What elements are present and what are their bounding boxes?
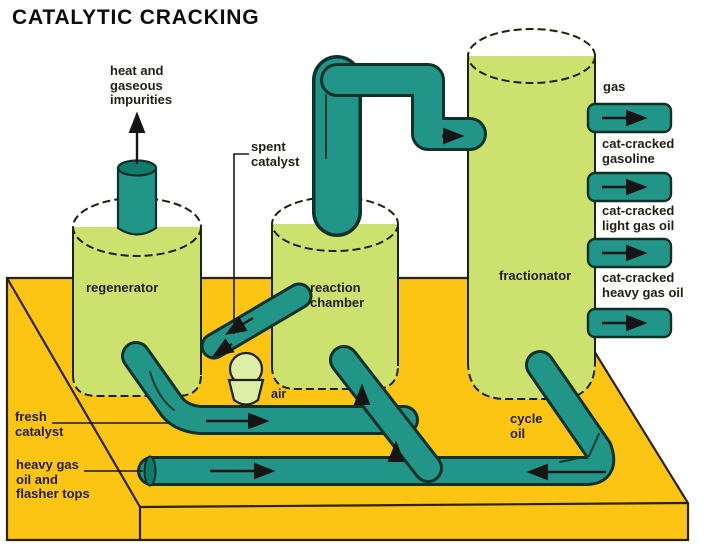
label-output-gasoline: cat-cracked gasoline [602, 136, 675, 166]
label-air: air [271, 387, 287, 401]
leader-lines [52, 111, 249, 472]
output-pipe-gasoline [586, 171, 673, 203]
regenerator-vessel [72, 197, 202, 397]
label-fractionator: fractionator [499, 268, 572, 283]
label-regenerator: regenerator [86, 280, 159, 295]
riser-pipe [329, 345, 443, 483]
label-heavy-gas-oil: heavy gas oil and flasher tops [16, 457, 90, 501]
label-output-light-gas-oil: cat-cracked light gas oil [602, 203, 675, 233]
label-fresh-catalyst: fresh catalyst [15, 409, 64, 439]
label-spent-catalyst: spent catalyst [251, 139, 300, 169]
fresh-catalyst-pipe [121, 341, 419, 435]
label-reaction-chamber: reaction chamber [310, 280, 365, 310]
overhead-vapor-pipe [312, 55, 487, 237]
output-pipe-light-gas-oil [586, 237, 673, 269]
spent-catalyst-pipe [200, 282, 313, 360]
fractionator-vessel [467, 28, 596, 400]
label-output-gas: gas [603, 79, 626, 94]
air-inlet-funnel [227, 351, 265, 406]
label-heat-impurities: heat and gaseous impurities [110, 63, 173, 107]
diagram-title: CATALYTIC CRACKING [12, 6, 260, 29]
feed-header-pipe [137, 350, 616, 487]
reaction-chamber-vessel [271, 196, 399, 390]
label-cycle-oil: cycle oil [510, 411, 543, 441]
output-pipe-gas [586, 102, 673, 134]
regenerator-stack [116, 159, 158, 236]
output-pipe-heavy-gas-oil [586, 307, 673, 339]
label-output-heavy-gas-oil: cat-cracked heavy gas oil [602, 270, 684, 300]
spent-catalyst-leader [233, 153, 249, 334]
